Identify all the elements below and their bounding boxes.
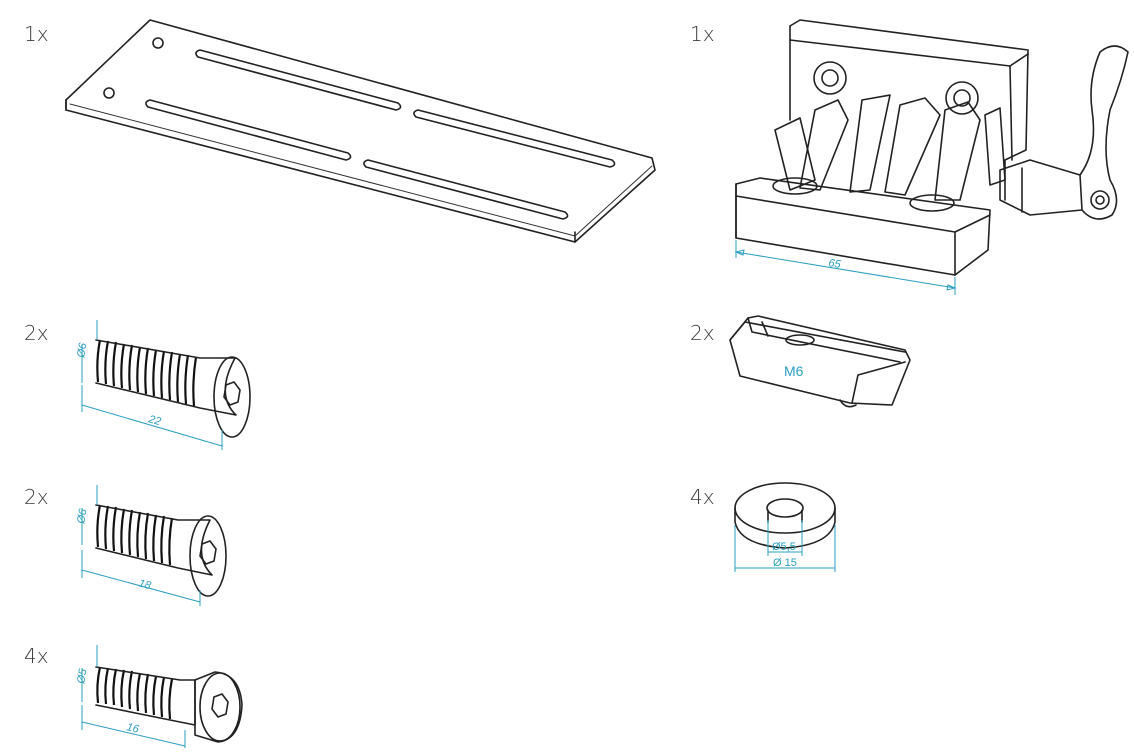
qty-tnut: 2x: [690, 321, 715, 345]
screw-16-length-label: 16: [125, 721, 140, 736]
mounting-plate: [65, 19, 656, 243]
clamp-width-label: 65: [828, 257, 843, 271]
qty-plate: 1x: [24, 22, 49, 46]
qty-washer: 4x: [690, 485, 715, 509]
clamp-assembly: 65: [734, 19, 1129, 295]
qty-clamp: 1x: [690, 22, 715, 46]
screw-18-length-label: 18: [137, 577, 153, 592]
tnut-label: M6: [784, 363, 804, 379]
screw-16-diameter-label: Ø5: [75, 667, 90, 685]
washer-outer-label: Ø 15: [773, 557, 797, 569]
qty-screw-22: 2x: [24, 321, 49, 345]
countersunk-screw-18: Ø6 18: [75, 485, 227, 606]
screw-22-length-label: 22: [146, 413, 162, 428]
socket-head-screw-16: Ø5 16: [75, 645, 243, 748]
qty-screw-18: 2x: [24, 485, 49, 509]
screw-18-diameter-label: Ø6: [75, 507, 90, 525]
qty-screw-16: 4x: [24, 644, 49, 668]
washer: Ø5,5 Ø 15: [734, 482, 836, 572]
countersunk-screw-22: Ø6 22: [75, 320, 251, 450]
t-slot-nut: M6: [729, 315, 911, 408]
washer-inner-label: Ø5,5: [772, 541, 796, 553]
screw-22-diameter-label: Ø6: [75, 341, 90, 359]
